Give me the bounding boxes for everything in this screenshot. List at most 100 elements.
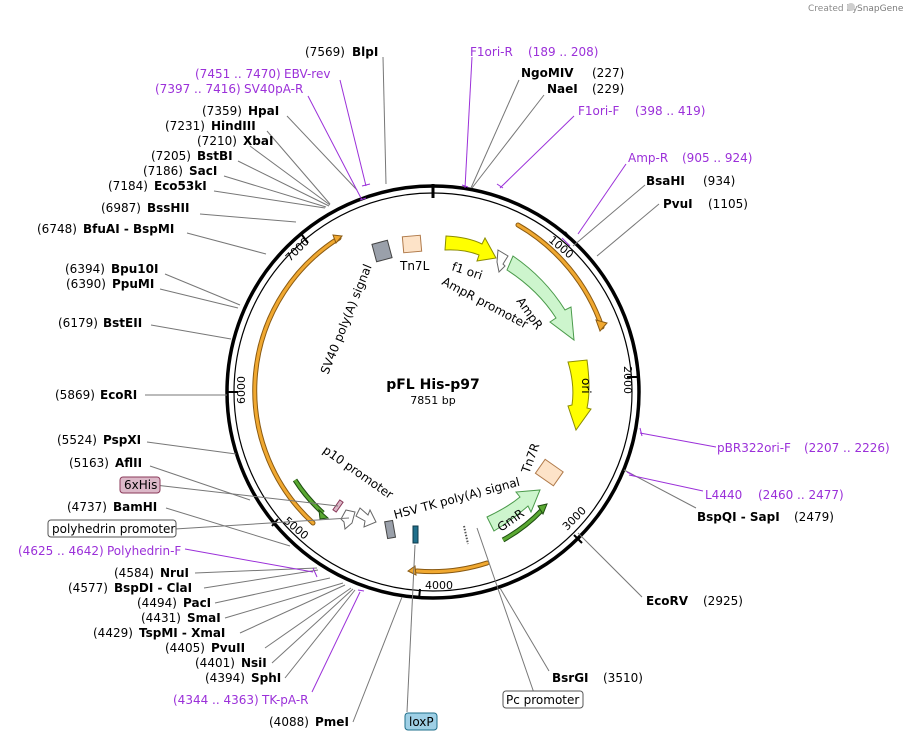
leader-bsteii <box>150 324 232 340</box>
primer-range-amp-r: (905 .. 924) <box>682 151 752 165</box>
label-sv40-polya: SV40 poly(A) signal <box>318 262 375 376</box>
site-pos-bfuai: (6748) <box>37 222 77 236</box>
polyhedrin-promoter-label: polyhedrin promoter <box>52 522 175 536</box>
tick-7000 <box>301 234 309 244</box>
label-p10-promoter: p10 promoter <box>320 443 396 502</box>
site-name-xbai: XbaI <box>243 134 273 148</box>
site-pos-pmei: (4088) <box>269 715 309 729</box>
site-pos-ngomiv: (227) <box>592 66 624 80</box>
site-name-tspmi: TspMI - XmaI <box>139 626 225 640</box>
plasmid-size: 7851 bp <box>410 394 455 407</box>
leader-bsahi <box>572 184 646 247</box>
site-name-bfuai: BfuAI - BspMI <box>83 222 174 236</box>
leader-smai <box>224 582 344 619</box>
site-pos-bstbi: (7205) <box>151 149 191 163</box>
green-arc-gmr-head <box>537 503 548 516</box>
primer-name-l4440: L4440 <box>705 488 742 502</box>
leader-f1ori-f <box>499 115 575 189</box>
primer-labels: (7451 .. 7470) EBV-rev (7397 .. 7416) SV… <box>18 45 890 707</box>
leader-hpai <box>286 115 358 191</box>
snapgene-logo-icon <box>847 3 855 11</box>
primer-range-ebv-rev: (7451 .. 7470) <box>195 67 281 81</box>
tick-label-4000: 4000 <box>425 579 453 592</box>
site-pos-bspdi: (4577) <box>68 581 108 595</box>
site-pos-pvuii: (4405) <box>165 641 205 655</box>
site-pos-ecori: (5869) <box>55 388 95 402</box>
site-name-nrui: NruI <box>160 566 189 580</box>
tick-4000 <box>418 588 421 600</box>
site-pos-naei: (229) <box>592 82 624 96</box>
feature-hsv-tk-polya <box>463 525 469 545</box>
site-name-bspdi: BspDI - ClaI <box>114 581 192 595</box>
primer-range-f1ori-r: (189 .. 208) <box>528 45 598 59</box>
primer-name-tk-pa-r: TK-pA-R <box>261 693 309 707</box>
loxp-label: loxP <box>409 715 434 729</box>
feature-p10-promoter <box>355 507 377 528</box>
feature-sv40-polya <box>371 239 393 263</box>
primer-name-polyhedrin-f: Polyhedrin-F <box>107 544 181 558</box>
site-pos-hindiii: (7231) <box>165 119 205 133</box>
primer-name-sv40pa-r: SV40pA-R <box>244 82 303 96</box>
primer-mark-tk <box>357 589 365 592</box>
leader-ebv-rev <box>339 79 367 187</box>
primer-range-f1ori-f: (398 .. 419) <box>635 104 705 118</box>
leader-nrui <box>194 567 318 574</box>
leader-bspqi <box>623 469 697 509</box>
leader-saci <box>223 175 327 208</box>
leader-ecorv <box>577 532 643 598</box>
primer-range-tk-pa-r: (4344 .. 4363) <box>173 693 259 707</box>
primer-mark-f1f <box>496 183 504 189</box>
site-name-bpu10i: Bpu10I <box>111 262 158 276</box>
site-pos-aflii: (5163) <box>69 456 109 470</box>
site-pos-paci: (4494) <box>137 596 177 610</box>
leader-pbr322ori-f <box>639 432 717 448</box>
pc-promoter-label: Pc promoter <box>506 693 579 707</box>
site-name-bsshii: BssHII <box>147 201 189 215</box>
primer-mark-sv40 <box>359 197 367 201</box>
primer-mark-ebv <box>361 183 371 187</box>
site-leaders <box>145 56 697 723</box>
site-name-paci: PacI <box>183 596 211 610</box>
leader-bsshii <box>199 213 297 223</box>
feature-ampr <box>506 255 575 342</box>
site-pos-nsii: (4401) <box>195 656 235 670</box>
leader-ppumi <box>159 288 239 309</box>
primer-range-sv40pa-r: (7397 .. 7416) <box>155 82 241 96</box>
leader-tspmi <box>239 584 346 634</box>
site-pos-hpai: (7359) <box>202 104 242 118</box>
features <box>332 234 592 545</box>
site-name-bspqi: BspQI - SapI <box>697 510 780 524</box>
label-ori: ori <box>579 378 593 394</box>
site-name-aflii: AflII <box>115 456 142 470</box>
leader-bpu10i <box>164 273 241 306</box>
pc-promoter-box <box>502 690 584 709</box>
site-pos-sphi: (4394) <box>205 671 245 685</box>
feature-ori <box>567 359 592 432</box>
site-pos-bsahi: (934) <box>703 174 735 188</box>
leader-bamhi <box>165 507 291 547</box>
site-name-bstbi: BstBI <box>197 149 233 163</box>
orange-arc-p97 <box>253 236 341 525</box>
leader-naei <box>471 94 545 189</box>
site-pos-bpu10i: (6394) <box>65 262 105 276</box>
site-name-naei: NaeI <box>547 82 578 96</box>
polyhedrin-promoter-box <box>47 519 177 538</box>
primer-name-amp-r: Amp-R <box>628 151 668 165</box>
site-name-pvui: PvuI <box>663 197 693 211</box>
orange-arc-gmr-head <box>407 565 417 576</box>
leader-amp-r <box>577 163 627 235</box>
site-name-bamhi: BamHI <box>113 500 157 514</box>
label-tn7l: Tn7L <box>399 259 430 273</box>
site-name-bsteii: BstEII <box>103 316 142 330</box>
site-name-blpi: BlpI <box>352 45 378 59</box>
leader-loxp <box>406 544 416 713</box>
site-pos-eco53ki: (7184) <box>108 179 148 193</box>
feature-loxp <box>412 525 419 544</box>
primer-name-f1ori-r: F1ori-R <box>470 45 513 59</box>
orange-arc-p97-head <box>332 234 343 244</box>
feature-tn7l <box>401 234 423 254</box>
primer-name-ebv-rev: EBV-rev <box>284 67 330 81</box>
site-name-nsii: NsiI <box>241 656 267 670</box>
tick-3000 <box>573 534 583 544</box>
